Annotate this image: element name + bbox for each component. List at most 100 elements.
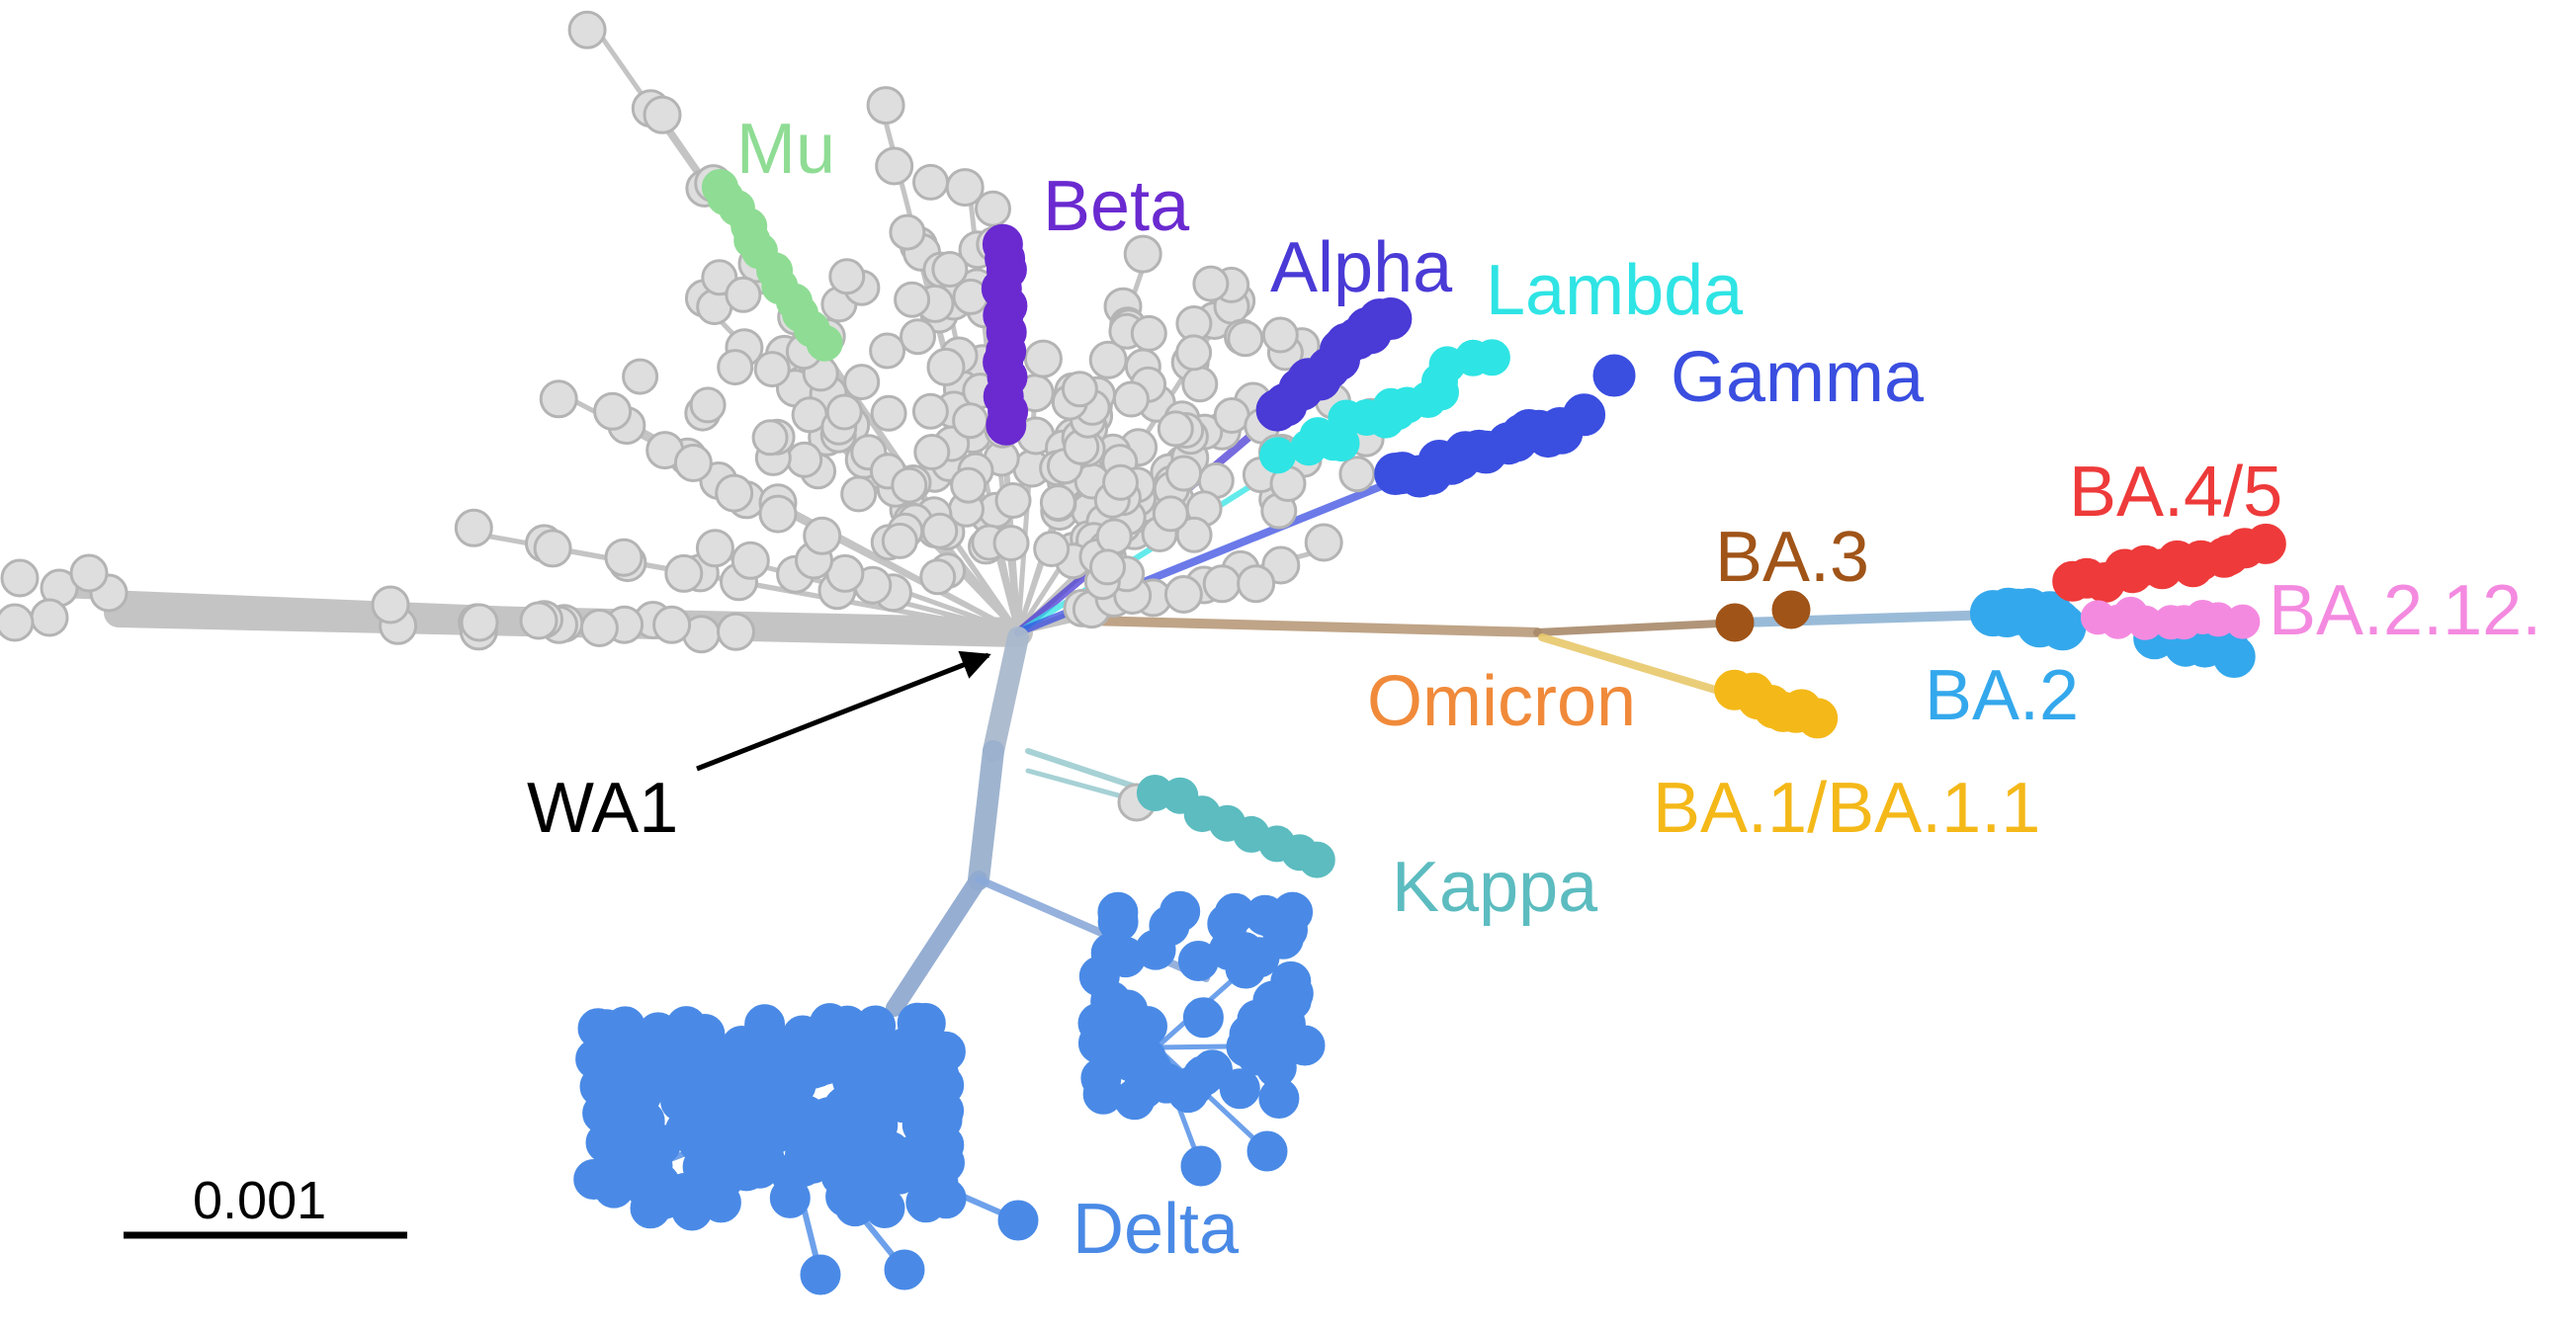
delta-node (925, 1178, 967, 1219)
delta-node (820, 1149, 862, 1191)
wa1-arrow (696, 650, 991, 772)
delta-node (707, 1102, 748, 1143)
delta-node (1284, 1025, 1326, 1066)
delta-node (1250, 1030, 1292, 1071)
delta-node (924, 1031, 966, 1072)
label-lambda: Lambda (1486, 251, 1744, 330)
delta-node (864, 1188, 905, 1228)
delta-node (904, 1003, 946, 1043)
delta-node (1182, 997, 1224, 1039)
grey-node (1130, 314, 1167, 352)
delta-node (914, 1086, 956, 1127)
label-beta: Beta (1043, 167, 1190, 246)
grey-node (30, 598, 69, 637)
grey-node (533, 529, 572, 568)
grey-node (730, 541, 770, 580)
tree-nodes (0, 10, 2286, 1295)
grey-node (1023, 339, 1063, 378)
delta-node (1225, 948, 1266, 989)
omicron-trunk (1082, 616, 1542, 637)
grey-node (1181, 366, 1219, 403)
delta-node (1246, 1130, 1288, 1172)
grey-node (1033, 531, 1071, 567)
delta-node (997, 1200, 1039, 1241)
kappa-branch-2 (1025, 768, 1140, 803)
alpha-node (1369, 297, 1413, 340)
label-gamma: Gamma (1671, 338, 1925, 417)
delta-node (1097, 901, 1139, 943)
ba45-node (2245, 523, 2286, 564)
delta-trunk-mid (968, 740, 1004, 890)
grey-node (912, 163, 949, 201)
grey-node (643, 95, 682, 134)
lambda-node (1473, 339, 1510, 376)
delta-node (1270, 979, 1312, 1021)
grey-node (870, 394, 907, 432)
grey-node (881, 522, 918, 559)
omicron-trunk-2 (1533, 619, 1744, 636)
grey-node (1123, 234, 1162, 274)
grey-node (1304, 523, 1343, 562)
grey-node (926, 347, 966, 386)
delta-node (786, 1095, 826, 1136)
delta-node (921, 1123, 962, 1164)
grey-node (604, 538, 644, 577)
grey-node (460, 603, 499, 642)
grey-node (894, 281, 931, 318)
grey-node (689, 386, 727, 424)
grey-node (1175, 334, 1213, 372)
grey-node (371, 585, 410, 625)
label-delta: Delta (1073, 1190, 1240, 1269)
grey-node (717, 349, 754, 386)
grey-node (1157, 410, 1194, 448)
grey-node (825, 393, 863, 431)
grey-node (911, 392, 949, 430)
grey-node (994, 482, 1032, 519)
delta-node (1105, 937, 1147, 978)
beta-node (986, 404, 1027, 446)
grey-node (622, 358, 659, 395)
delta-node (1172, 1065, 1214, 1107)
label-kappa: Kappa (1392, 848, 1598, 927)
delta-trunk-top (983, 626, 1029, 762)
label-wa1: WA1 (527, 769, 678, 848)
grey-node (1213, 397, 1250, 434)
scale-bar-label: 0.001 (193, 1171, 326, 1230)
gamma-node (1563, 393, 1606, 437)
grey-node (931, 251, 969, 288)
grey-node (717, 612, 755, 651)
label-ba2: BA.2 (1925, 656, 2079, 735)
delta-node (883, 1053, 923, 1095)
delta-node (1177, 941, 1219, 981)
delta-node (847, 1058, 889, 1100)
label-ba212: BA.2.12. (2269, 571, 2541, 650)
grey-node (900, 318, 936, 356)
delta-node (622, 1033, 663, 1074)
grey-node (1338, 456, 1376, 493)
grey-node (539, 379, 578, 419)
delta-node (754, 1113, 796, 1154)
delta-node (1267, 909, 1308, 951)
grey-node (875, 146, 914, 186)
grey-node (952, 402, 989, 440)
grey-node (913, 434, 951, 470)
clade-labels: Mu Beta Alpha Lambda Gamma BA.3 BA.4/5 B… (527, 110, 2541, 1269)
grey-node (891, 466, 928, 504)
grey-node (1039, 484, 1076, 522)
delta-node (614, 1112, 655, 1153)
label-alpha: Alpha (1270, 228, 1453, 307)
delta-node (884, 1249, 925, 1291)
grey-node (567, 10, 607, 49)
delta-node (746, 1055, 788, 1097)
grey-node (1192, 265, 1230, 302)
grey-node (695, 529, 734, 568)
kappa-node (1298, 841, 1335, 878)
grey-node (1095, 518, 1133, 555)
grey-node (1261, 316, 1299, 354)
grey-node (725, 276, 762, 313)
delta-trunk-low (886, 871, 987, 1017)
mu-node (806, 324, 843, 362)
grey-node (593, 391, 633, 431)
grey-node (519, 601, 558, 640)
label-ba45: BA.4/5 (2069, 453, 2282, 532)
